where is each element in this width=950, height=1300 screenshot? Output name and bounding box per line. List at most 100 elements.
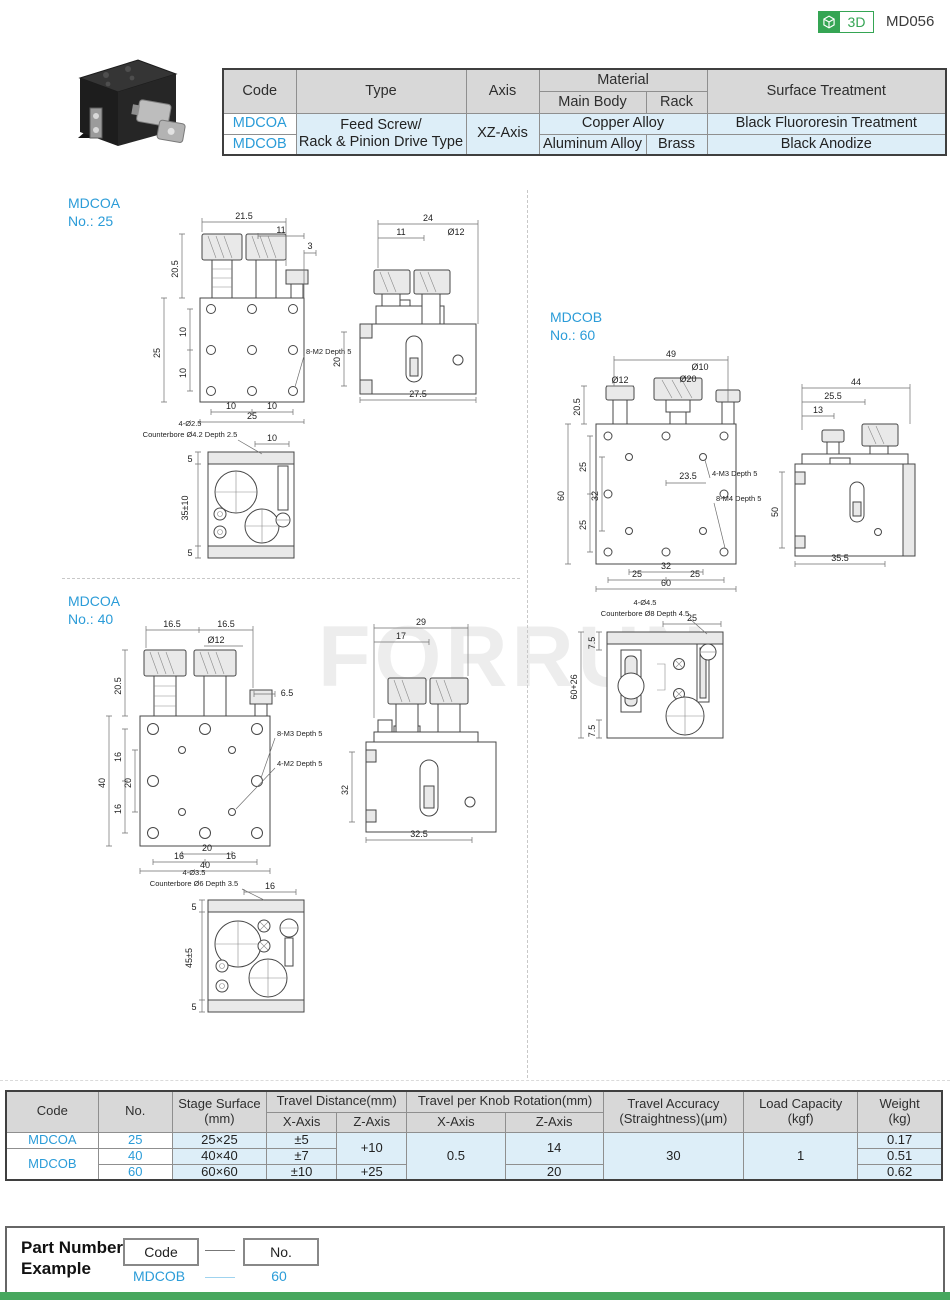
travel-x-25: ±5 [266,1131,338,1149]
section-code: MDCOB [550,309,603,325]
stage-body [139,649,273,847]
stage-line2: (mm) [204,1110,235,1126]
code-link-mdcob[interactable]: MDCOB [222,133,297,156]
dim-label: Ø10 [691,362,708,372]
material-mdcoa: Copper Alloy [538,112,708,135]
dim-label: Ø12 [207,635,224,645]
thread-note: 8-M3 Depth 5 [277,729,322,738]
dim-label: 25 [687,613,697,623]
axis-value: XZ-Axis [465,112,540,156]
mdcob-60-side-view: 44 25.5 13 50 35.5 [770,377,916,567]
dim-label: Ø20 [679,374,696,384]
load-line1: Load Capacity [759,1096,843,1112]
acc-line2: (Straightness)(μm) [619,1110,728,1126]
col-axis: Axis [465,68,540,114]
code-box: Code [123,1238,199,1266]
spec-no-40[interactable]: 40 [97,1147,173,1165]
dimension-lines [199,888,297,1013]
dim-label: 25 [632,569,642,579]
load-line2: (kgf) [787,1110,814,1126]
section-no: No.: 25 [68,213,114,230]
knob-z-25-40: 14 [504,1131,604,1165]
col-main-body: Main Body [538,90,647,114]
weight-25: 0.17 [857,1131,943,1149]
section-label-mdcoa-25: MDCOA No.: 25 [68,194,120,230]
type-line2: Rack & Pinion Drive Type [298,133,464,150]
dimension-lines [578,618,722,739]
dim-label: 32.5 [410,829,428,839]
spec-col-knob: Travel per Knob Rotation(mm) [406,1090,604,1113]
dim-label: 7.5 [587,637,597,650]
spec-no-25[interactable]: 25 [97,1131,173,1149]
surface-mdcob: Black Anodize [706,133,947,156]
dim-label: Ø12 [447,227,464,237]
travel-z-25-40: +10 [336,1131,408,1165]
dim-label: 13 [813,405,823,415]
spec-col-no: No. [97,1090,173,1133]
section-no: No.: 60 [550,327,596,344]
example-no-value[interactable]: 60 [271,1268,287,1284]
travel-x-40: ±7 [266,1147,338,1165]
weight-line2: (kg) [888,1110,911,1126]
horizontal-divider-full [0,1080,950,1081]
mdcoa-25-bottom-view: 4-Ø2.5 Counterbore Ø4.2 Depth 2.5 10 5 3… [143,419,295,559]
dim-label: 40 [200,860,210,870]
dim-label: 23.5 [679,471,697,481]
stage-body [595,377,741,565]
dim-label: 5 [191,902,196,912]
dim-label: 16 [113,804,123,814]
dim-label: Ø12 [611,375,628,385]
badge-3d[interactable]: 3D [818,11,874,33]
dim-label: 5 [187,454,192,464]
spec-code-mdcob[interactable]: MDCOB [5,1147,99,1181]
dimension-lines [195,439,290,559]
dim-label: 25 [578,462,588,472]
dash-separator [205,1250,235,1251]
dim-label: 16 [174,851,184,861]
knob-x-all: 0.5 [406,1131,506,1181]
col-material: Material [538,68,708,92]
rack-mdcob: Brass [645,133,708,156]
product-table: Code Type Axis Material Surface Treatmen… [222,68,948,156]
dim-label: 11 [396,227,405,237]
dim-label: 45±5 [184,948,194,968]
dim-label: 10 [178,327,188,337]
dim-label: 10 [226,401,236,411]
vertical-divider [527,190,528,1078]
dim-label: 35±10 [180,496,190,521]
document-code: MD056 [886,13,935,30]
dim-label: 20 [332,357,342,367]
dimension-lines [565,356,737,592]
code-link-mdcoa[interactable]: MDCOA [222,112,297,135]
travel-z-60: +25 [336,1163,408,1181]
dim-label: 16 [113,752,123,762]
cube-3d-icon [818,11,840,33]
type-line1: Feed Screw/ [340,117,422,134]
dim-label: 40 [97,778,107,788]
dim-label: 29 [416,617,426,627]
dim-label: 25 [690,569,700,579]
dash-separator-blue [205,1277,235,1278]
hole-note: 4-Ø3.5 [183,868,206,877]
spec-code-mdcoa[interactable]: MDCOA [5,1131,99,1149]
col-type: Type [295,68,467,114]
stage-body [365,677,497,833]
spec-no-60[interactable]: 60 [97,1163,173,1181]
example-code-value[interactable]: MDCOB [132,1268,186,1284]
hole-note: Counterbore Ø6 Depth 3.5 [150,879,238,888]
dim-label: 20 [123,778,133,788]
stage-body [199,233,309,403]
spec-col-accuracy: Travel Accuracy (Straightness)(μm) [602,1090,745,1133]
col-rack: Rack [645,90,708,114]
knob-z-60: 20 [504,1163,604,1181]
hole-note: Counterbore Ø4.2 Depth 2.5 [143,430,238,439]
dim-label: 32 [340,785,350,795]
accuracy-all: 30 [602,1131,745,1181]
dim-label: 24 [423,213,433,223]
stage-60: 60×60 [171,1163,268,1181]
stage-line1: Stage Surface [178,1096,261,1112]
hole-note: 4-Ø4.5 [634,598,657,607]
dim-label: 44 [851,377,861,387]
type-value: Feed Screw/ Rack & Pinion Drive Type [295,112,467,156]
spec-col-load: Load Capacity (kgf) [743,1090,859,1133]
